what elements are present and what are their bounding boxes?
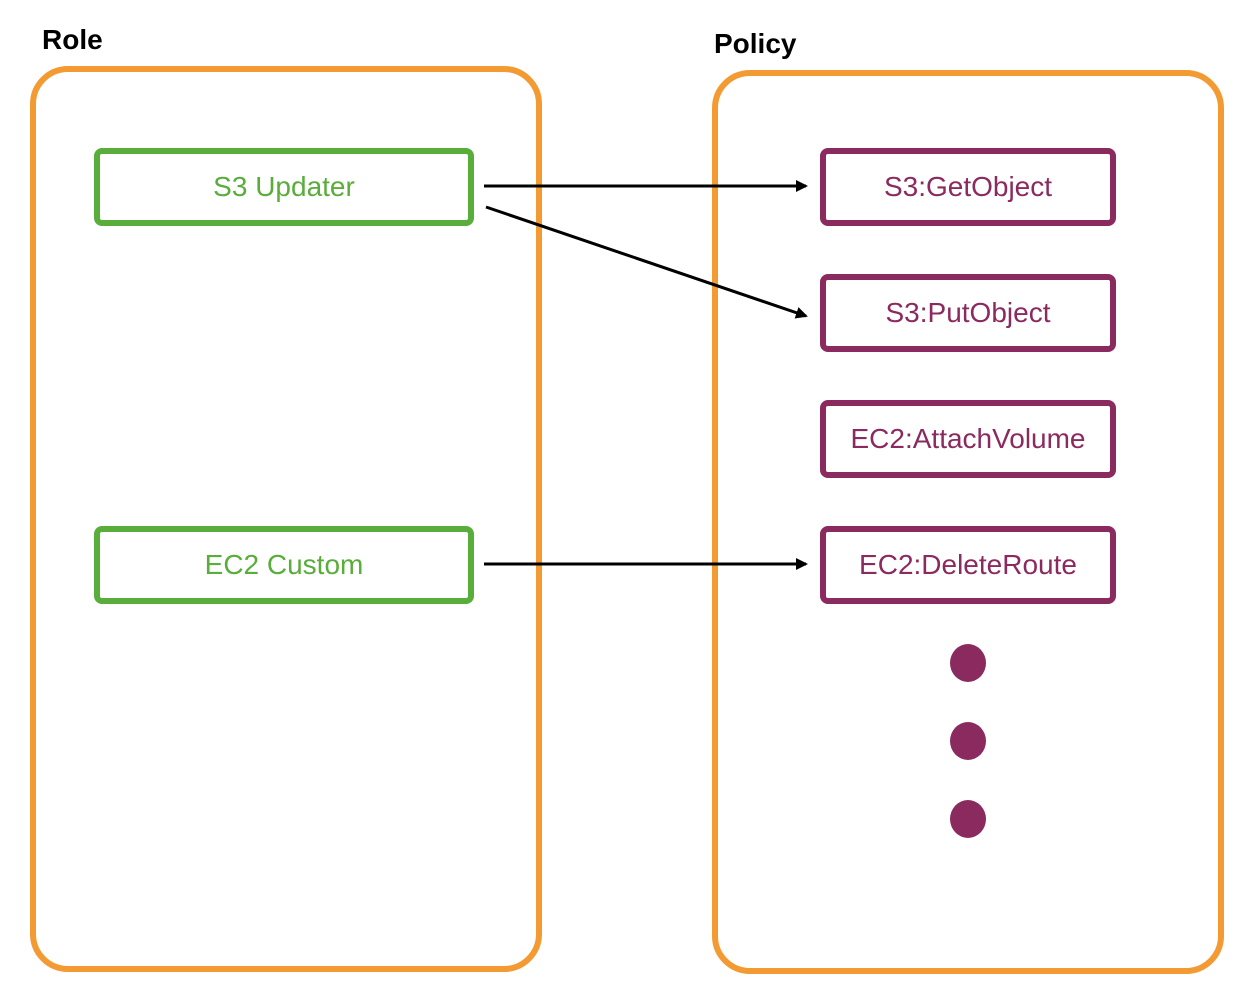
policy-node-s3-getobject: S3:GetObject bbox=[820, 148, 1116, 226]
ellipsis-dot bbox=[950, 644, 986, 682]
policy-node-ec2-attachvolume: EC2:AttachVolume bbox=[820, 400, 1116, 478]
role-container bbox=[30, 66, 542, 972]
policy-group-title: Policy bbox=[714, 28, 797, 59]
role-node-ec2-custom: EC2 Custom bbox=[94, 526, 474, 604]
ellipsis-dot bbox=[950, 800, 986, 838]
role-group-title: Role bbox=[42, 24, 103, 55]
role-node-s3-updater: S3 Updater bbox=[94, 148, 474, 226]
ellipsis-dot bbox=[950, 722, 986, 760]
policy-node-ec2-deleteroute: EC2:DeleteRoute bbox=[820, 526, 1116, 604]
policy-node-s3-putobject: S3:PutObject bbox=[820, 274, 1116, 352]
policy-container bbox=[712, 70, 1224, 974]
